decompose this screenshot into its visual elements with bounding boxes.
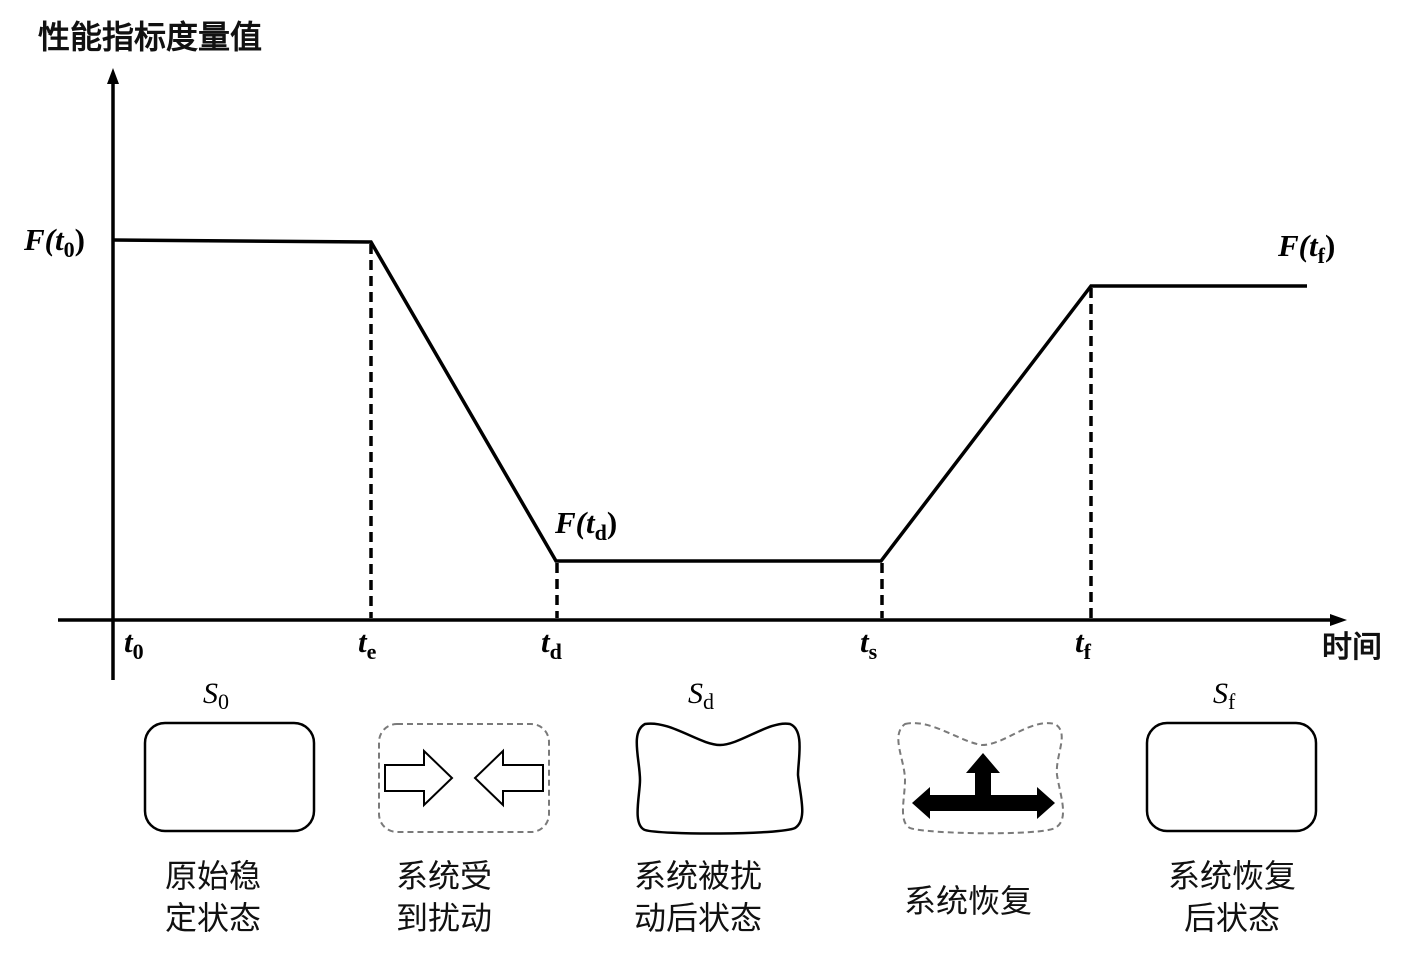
label-f-t0: F(t0) [23,222,85,262]
label-f-tf: F(tf) [1277,228,1335,268]
converging-arrows-icon [378,723,550,833]
svg-text:原始稳: 原始稳 [165,857,261,895]
state-label-sf: Sf [1213,677,1236,714]
label-f-td: F(td) [554,505,617,545]
performance-curve [112,238,1307,563]
deformed-shape-icon [635,722,804,835]
y-axis-arrow-icon [107,68,119,84]
svg-text:动后状态: 动后状态 [634,899,762,937]
tick-label-td: td [541,624,562,664]
state-label-s0: S0 [203,677,229,714]
stage-caption-after-disturbance: 系统被扰 动后状态 [634,857,762,937]
rounded-rectangle-icon [143,721,316,833]
svg-text:系统受: 系统受 [396,857,492,895]
state-label-sd: Sd [688,677,714,714]
y-axis-title: 性能指标度量值 [38,18,262,56]
stage-caption-original: 原始稳 定状态 [165,857,261,937]
tick-label-ts: ts [860,624,878,664]
stage-caption-recovery: 系统恢复 [904,882,1032,920]
x-axis-arrow-icon [1330,614,1347,626]
svg-text:定状态: 定状态 [165,899,261,937]
svg-text:后状态: 后状态 [1184,899,1280,937]
svg-text:系统恢复: 系统恢复 [904,882,1032,920]
svg-text:系统恢复: 系统恢复 [1168,857,1296,895]
tick-label-te: te [358,624,377,664]
tick-label-t0: t0 [124,624,144,664]
expanding-arrows-icon [897,722,1064,835]
svg-text:系统被扰: 系统被扰 [634,857,762,895]
stage-caption-disturbed: 系统受 到扰动 [396,857,492,937]
tick-label-tf: tf [1075,624,1092,664]
svg-text:到扰动: 到扰动 [396,899,492,937]
rounded-rectangle-icon [1145,721,1318,833]
stage-caption-recovered: 系统恢复 后状态 [1168,857,1296,937]
x-axis-title: 时间 [1322,630,1382,665]
